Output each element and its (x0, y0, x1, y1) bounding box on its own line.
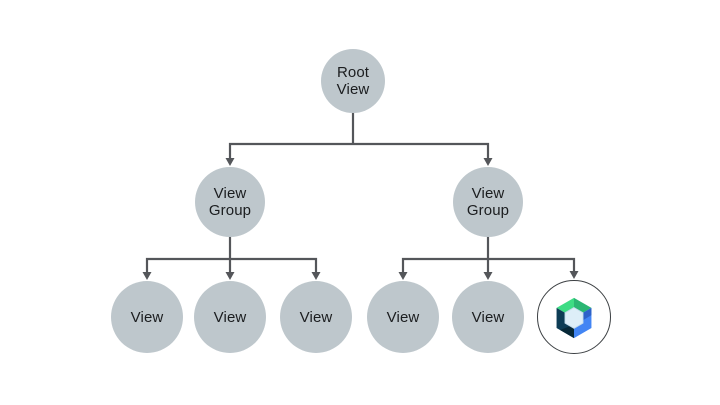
jetpack-compose-logo-icon (556, 297, 592, 339)
node-jetpack-compose (537, 280, 611, 354)
arrowhead-icon (483, 158, 493, 166)
node-label: Root (336, 64, 370, 81)
arrowhead-icon (142, 272, 152, 280)
arrowhead-icon (225, 272, 235, 280)
node-label: Group (466, 202, 510, 219)
node-label: View (386, 308, 420, 326)
compose-center-hexagon (564, 307, 584, 329)
node-label: Group (208, 202, 252, 219)
arrowhead-icon (569, 271, 579, 279)
node-label: View (213, 308, 247, 326)
node-view-5: View (452, 281, 524, 353)
node-view-4: View (367, 281, 439, 353)
arrowhead-icon (483, 272, 493, 280)
arrowhead-icon (225, 158, 235, 166)
arrowhead-icon (398, 272, 408, 280)
node-label: View (299, 308, 333, 326)
arrowhead-icon (311, 272, 321, 280)
node-view-1: View (111, 281, 183, 353)
node-label: View (213, 185, 247, 202)
compose-left-inner (560, 324, 574, 339)
node-label: View (471, 185, 505, 202)
node-label: View (336, 81, 370, 98)
node-label: View (471, 308, 505, 326)
node-view-3: View (280, 281, 352, 353)
node-label: View (130, 308, 164, 326)
node-view-2: View (194, 281, 266, 353)
